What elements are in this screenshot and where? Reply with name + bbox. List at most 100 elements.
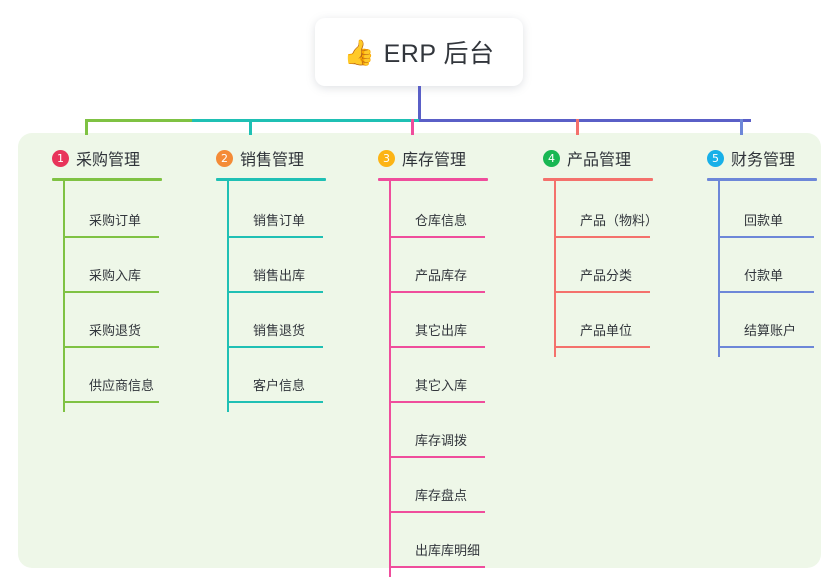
leaf-item-label: 采购订单 — [89, 213, 142, 228]
diagram-panel — [18, 133, 821, 568]
leaf-item-label: 结算账户 — [744, 323, 797, 338]
root-node[interactable]: 👍 ERP 后台 — [315, 18, 523, 86]
root-drop-line — [418, 86, 421, 122]
leaf-item[interactable]: 产品单位 — [554, 300, 650, 355]
leaf-item-label: 客户信息 — [253, 378, 306, 393]
leaf-item-rule — [554, 291, 650, 293]
column-title: 销售管理 — [240, 152, 305, 169]
number-badge-icon: 1 — [52, 149, 69, 167]
leaf-item-label: 采购退货 — [89, 323, 142, 338]
column-header-2[interactable]: 2 销售管理 — [200, 146, 304, 170]
leaf-item[interactable]: 销售订单 — [227, 190, 323, 245]
column-trunk-line — [389, 181, 391, 577]
leaf-item-label: 采购入库 — [89, 268, 142, 283]
connector-stub-1 — [85, 119, 88, 135]
leaf-item[interactable]: 采购退货 — [63, 300, 159, 355]
leaf-item-label: 销售退货 — [253, 323, 306, 338]
connector-stub-5 — [740, 119, 743, 135]
leaf-item[interactable]: 仓库信息 — [389, 190, 485, 245]
column-header-rule — [707, 178, 817, 181]
column-header-1[interactable]: 1 采购管理 — [36, 146, 140, 170]
leaf-item-label: 产品分类 — [580, 268, 633, 283]
leaf-item-rule — [227, 291, 323, 293]
leaf-item[interactable]: 付款单 — [718, 245, 814, 300]
leaf-item-label: 仓库信息 — [415, 213, 468, 228]
column-title: 产品管理 — [567, 152, 632, 169]
column-trunk-line — [554, 181, 556, 357]
leaf-item-label: 出库库明细 — [415, 543, 481, 558]
column-销售管理: 2 销售管理销售订单销售出库销售退货客户信息 — [200, 146, 326, 412]
leaf-item[interactable]: 产品分类 — [554, 245, 650, 300]
connector-bar-segment-3 — [419, 119, 751, 122]
connector-bar-segment-2 — [192, 119, 419, 122]
leaf-item[interactable]: 采购入库 — [63, 245, 159, 300]
column-采购管理: 1 采购管理采购订单采购入库采购退货供应商信息 — [36, 146, 162, 412]
column-header-4[interactable]: 4 产品管理 — [527, 146, 631, 170]
leaf-item[interactable]: 库存盘点 — [389, 465, 485, 520]
column-trunk-line — [63, 181, 65, 412]
connector-stub-3 — [411, 119, 414, 135]
leaf-item-rule — [718, 346, 814, 348]
leaf-item-label: 产品（物料） — [580, 213, 659, 228]
leaf-item[interactable]: 产品库存 — [389, 245, 485, 300]
connector-bar-segment-1 — [85, 119, 192, 122]
leaf-item[interactable]: 供应商信息 — [63, 355, 159, 410]
leaf-item-rule — [389, 236, 485, 238]
leaf-item-rule — [227, 346, 323, 348]
leaf-item-rule — [63, 236, 159, 238]
column-header-rule — [543, 178, 653, 181]
leaf-item-rule — [389, 511, 485, 513]
number-badge-icon: 5 — [707, 149, 724, 167]
column-title: 库存管理 — [402, 152, 467, 169]
column-title: 财务管理 — [731, 152, 796, 169]
leaf-item[interactable]: 采购订单 — [63, 190, 159, 245]
column-header-rule — [378, 178, 488, 181]
column-trunk-line — [718, 181, 720, 357]
column-header-3[interactable]: 3 库存管理 — [362, 146, 466, 170]
leaf-item-rule — [554, 346, 650, 348]
leaf-item-label: 其它出库 — [415, 323, 468, 338]
leaf-item-rule — [389, 456, 485, 458]
number-badge-icon: 4 — [543, 149, 560, 167]
connector-stub-2 — [249, 119, 252, 135]
leaf-item-rule — [227, 236, 323, 238]
column-产品管理: 4 产品管理产品（物料） 产品分类产品单位 — [527, 146, 658, 357]
leaf-item[interactable]: 回款单 — [718, 190, 814, 245]
column-header-rule — [216, 178, 326, 181]
leaf-item-label: 付款单 — [744, 268, 784, 283]
leaf-item[interactable]: 销售出库 — [227, 245, 323, 300]
leaf-item-label: 销售出库 — [253, 268, 306, 283]
leaf-item-rule — [718, 236, 814, 238]
column-库存管理: 3 库存管理仓库信息产品库存其它出库其它入库库存调拨库存盘点出库库明细 — [362, 146, 488, 577]
column-title: 采购管理 — [76, 152, 141, 169]
root-node-label: ERP 后台 — [383, 40, 495, 68]
leaf-item[interactable]: 产品（物料） — [554, 190, 658, 245]
leaf-item[interactable]: 销售退货 — [227, 300, 323, 355]
leaf-item[interactable]: 结算账户 — [718, 300, 814, 355]
leaf-item[interactable]: 其它入库 — [389, 355, 485, 410]
leaf-item-label: 供应商信息 — [89, 378, 155, 393]
leaf-item-rule — [63, 346, 159, 348]
leaf-item-label: 库存调拨 — [415, 433, 468, 448]
leaf-item[interactable]: 出库库明细 — [389, 520, 485, 575]
leaf-item[interactable]: 库存调拨 — [389, 410, 485, 465]
column-header-rule — [52, 178, 162, 181]
leaf-item-rule — [718, 291, 814, 293]
connector-stub-4 — [576, 119, 579, 135]
leaf-item-rule — [389, 401, 485, 403]
leaf-item[interactable]: 客户信息 — [227, 355, 323, 410]
column-trunk-line — [227, 181, 229, 412]
leaf-item-label: 其它入库 — [415, 378, 468, 393]
number-badge-icon: 3 — [378, 149, 395, 167]
leaf-item-rule — [389, 291, 485, 293]
leaf-item-rule — [389, 566, 485, 568]
leaf-item-label: 库存盘点 — [415, 488, 468, 503]
leaf-item-rule — [227, 401, 323, 403]
number-badge-icon: 2 — [216, 149, 233, 167]
leaf-item-label: 产品单位 — [580, 323, 633, 338]
column-header-5[interactable]: 5 财务管理 — [691, 146, 795, 170]
leaf-item[interactable]: 其它出库 — [389, 300, 485, 355]
leaf-item-rule — [389, 346, 485, 348]
leaf-item-label: 产品库存 — [415, 268, 468, 283]
